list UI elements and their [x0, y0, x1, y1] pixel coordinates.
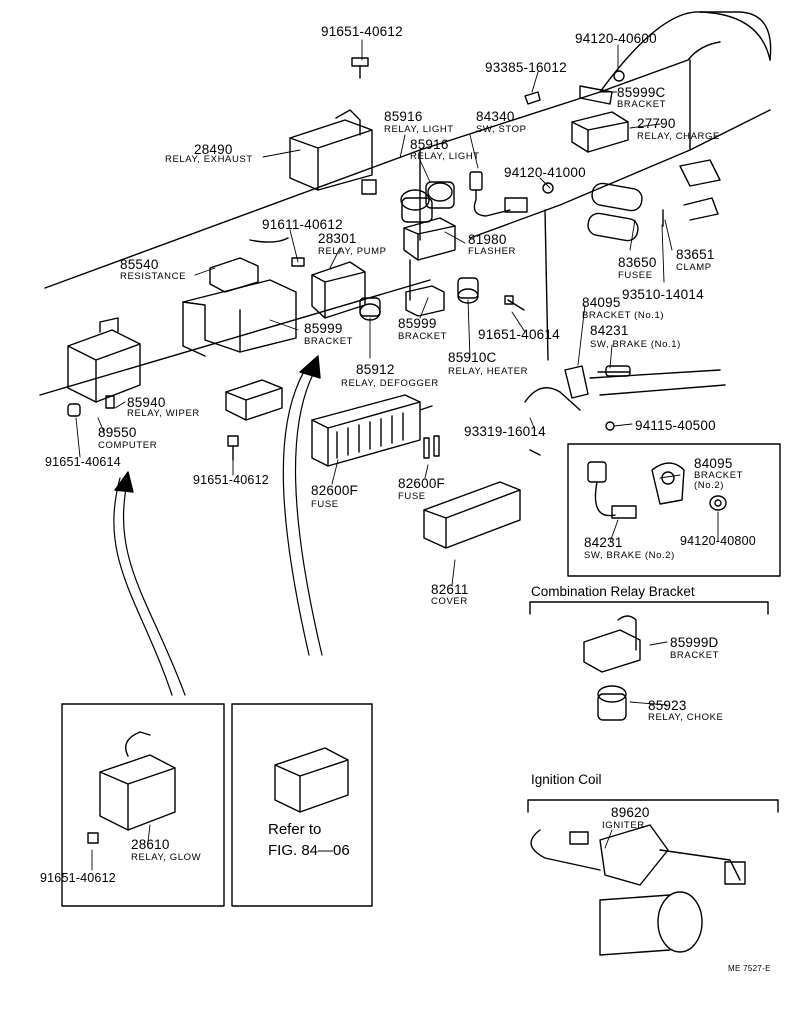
part-85940-name: RELAY, WIPER	[127, 408, 200, 419]
part-85540: 85540	[120, 257, 159, 272]
part-85940: 85940	[127, 395, 166, 410]
part-84231-a-name: SW, BRAKE (No.1)	[590, 339, 681, 350]
part-84231-b: 84231	[584, 535, 623, 550]
part-91611-40612: 91611-40612	[262, 217, 343, 232]
part-89550-name: COMPUTER	[98, 440, 158, 451]
part-85916-b: 85916	[410, 137, 449, 152]
part-85912: 85912	[356, 362, 395, 377]
part-89620: 89620	[611, 805, 650, 820]
part-85999-left: 85999	[304, 321, 343, 336]
part-83651: 83651	[676, 247, 715, 262]
part-28610: 28610	[131, 837, 170, 852]
part-93319-16014: 93319-16014	[464, 424, 546, 439]
part-84095-b-name2: (No.2)	[694, 480, 724, 491]
part-28610-name: RELAY, GLOW	[131, 852, 202, 863]
part-85910c: 85910C	[448, 350, 497, 365]
refer-to-text: Refer to	[268, 821, 322, 838]
part-82600f-a-name: FUSE	[311, 499, 339, 510]
part-27790-name: RELAY, CHARGE	[637, 131, 720, 142]
refer-figure-text: FIG. 84—06	[268, 842, 350, 859]
part-84340: 84340	[476, 109, 515, 124]
part-85916-a-name: RELAY, LIGHT	[384, 124, 454, 135]
part-94120-40800: 94120-40800	[680, 534, 756, 548]
part-83651-name: CLAMP	[676, 262, 712, 273]
part-28490: 28490	[194, 142, 233, 157]
arrows	[113, 355, 323, 696]
part-94115-40500: 94115-40500	[635, 418, 716, 433]
components	[61, 57, 781, 956]
part-82611: 82611	[431, 582, 469, 597]
part-85999-left-name: BRACKET	[304, 336, 354, 347]
part-89620-name: IGNITER	[602, 820, 645, 831]
part-82600f-b-name: FUSE	[398, 491, 426, 502]
part-85999d: 85999D	[670, 635, 719, 650]
part-85923-name: RELAY, CHOKE	[648, 712, 724, 723]
part-85999-mid-name: BRACKET	[398, 331, 448, 342]
part-85999d-name: BRACKET	[670, 650, 720, 661]
part-91651-40612-inset: 91651-40612	[40, 871, 116, 885]
part-85999c: 85999C	[617, 85, 666, 100]
part-84095-b: 84095	[694, 456, 733, 471]
part-91651-40614-left: 91651-40614	[45, 455, 121, 469]
part-85540-name: RESISTANCE	[120, 271, 187, 282]
part-94120-41000: 94120-41000	[504, 165, 586, 180]
part-91651-40612-top: 91651-40612	[321, 24, 403, 39]
part-84095-b-name: BRACKET	[694, 470, 744, 481]
part-85916-b-name: RELAY, LIGHT	[410, 151, 480, 162]
part-93385-16012: 93385-16012	[485, 60, 567, 75]
part-28301: 28301	[318, 231, 357, 246]
part-82600f-b: 82600F	[398, 476, 445, 491]
part-91651-40612-bottom: 91651-40612	[193, 473, 269, 487]
part-85910c-name: RELAY, HEATER	[448, 366, 529, 377]
part-84095-a-name: BRACKET (No.1)	[582, 310, 665, 321]
part-84340-name: SW, STOP	[476, 124, 527, 135]
part-28301-name: RELAY, PUMP	[318, 246, 387, 257]
part-82600f-a: 82600F	[311, 483, 358, 498]
part-28490-name: RELAY, EXHAUST	[165, 154, 253, 165]
part-91651-40614-mid: 91651-40614	[478, 327, 560, 342]
ignition-coil-header: Ignition Coil	[531, 772, 602, 787]
part-81980: 81980	[468, 232, 507, 247]
part-93510-14014: 93510-14014	[622, 287, 704, 302]
part-83650-name: FUSEE	[618, 270, 653, 281]
part-89550: 89550	[98, 425, 137, 440]
dashboard-outline	[39, 11, 772, 396]
part-27790: 27790	[637, 116, 676, 131]
part-84231-b-name: SW, BRAKE (No.2)	[584, 550, 675, 561]
part-82611-name: COVER	[431, 596, 468, 607]
part-85912-name: RELAY, DEFOGGER	[341, 378, 439, 389]
part-81980-name: FLASHER	[468, 246, 517, 257]
part-85999-mid: 85999	[398, 316, 437, 331]
part-85923: 85923	[648, 698, 687, 713]
part-83650: 83650	[618, 255, 657, 270]
part-85916-a: 85916	[384, 109, 423, 124]
part-85999c-name: BRACKET	[617, 99, 667, 110]
part-94120-40600: 94120-40600	[575, 31, 657, 46]
part-84095-a: 84095	[582, 295, 621, 310]
figure-code: ME 7527-E	[728, 964, 771, 973]
part-84231-a: 84231	[590, 323, 629, 338]
combination-relay-bracket-header: Combination Relay Bracket	[531, 584, 695, 599]
